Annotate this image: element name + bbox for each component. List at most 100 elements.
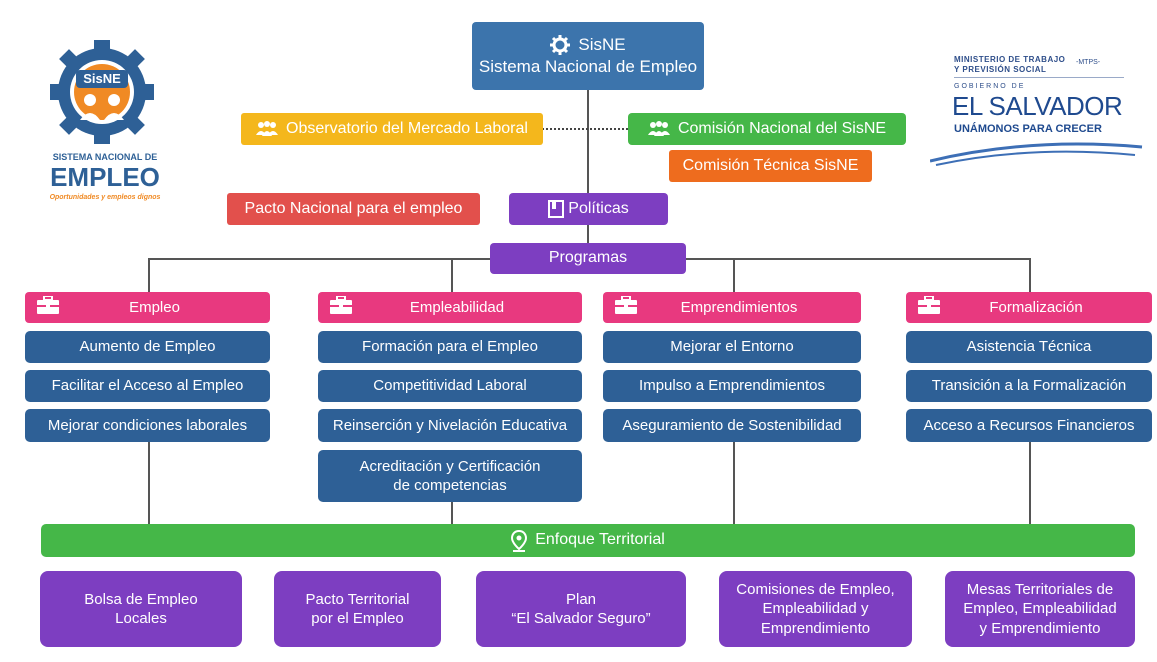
logo-line1: SISTEMA NACIONAL DE bbox=[52, 152, 158, 162]
mtps-abbr: -MTPS- bbox=[1076, 59, 1101, 66]
connector-col1 bbox=[148, 258, 150, 292]
bottom-box-comisiones: Comisiones de Empleo, Empleabilidad y Em… bbox=[719, 571, 912, 647]
connector-col3 bbox=[733, 258, 735, 292]
connector-col2-bottom bbox=[451, 502, 453, 524]
item-label: Formación para el Empleo bbox=[362, 338, 538, 356]
pacto-nacional-label: Pacto Nacional para el empleo bbox=[244, 199, 463, 217]
item-box: Asistencia Técnica bbox=[906, 331, 1152, 363]
people-group-icon bbox=[647, 121, 670, 137]
briefcase-icon bbox=[615, 294, 637, 320]
item-label: Transición a la Formalización bbox=[931, 377, 1127, 395]
bottom-line: Empleabilidad y bbox=[762, 600, 869, 618]
item-box: Acceso a Recursos Financieros bbox=[906, 409, 1152, 442]
item-label: Aumento de Empleo bbox=[79, 338, 216, 356]
flag-swoosh-icon bbox=[930, 142, 1143, 166]
bottom-box-mesas: Mesas Territoriales de Empleo, Empleabil… bbox=[945, 571, 1135, 647]
item-label: Mejorar el Entorno bbox=[670, 338, 794, 356]
bottom-line: “El Salvador Seguro” bbox=[511, 610, 651, 627]
ministry-line1: MINISTERIO DE TRABAJO bbox=[954, 55, 1066, 64]
column-title: Formalización bbox=[989, 298, 1083, 316]
connector-col1-bottom bbox=[148, 442, 150, 524]
sisne-logo: SisNE SISTEMA NACIONAL DE EMPLEO Oportun… bbox=[40, 40, 170, 210]
comision-tecnica-box: Comisión Técnica SisNE bbox=[669, 150, 872, 182]
bottom-line: Empleo, Empleabilidad bbox=[963, 600, 1117, 618]
item-label: de competencias bbox=[393, 477, 507, 494]
connector-col4 bbox=[1029, 258, 1031, 292]
sisne-gear-logo-icon bbox=[50, 40, 154, 144]
people-group-icon bbox=[256, 121, 279, 137]
bottom-line: Pacto Territorial bbox=[305, 590, 410, 608]
bottom-line: Bolsa de Empleo bbox=[84, 590, 198, 608]
item-label: Asistencia Técnica bbox=[966, 338, 1092, 356]
item-box: Mejorar condiciones laborales bbox=[25, 409, 270, 442]
comision-nacional-box: Comisión Nacional del SisNE bbox=[628, 113, 906, 145]
pacto-nacional-box: Pacto Nacional para el empleo bbox=[227, 193, 480, 225]
column-title: Empleabilidad bbox=[409, 298, 505, 316]
item-label: Aseguramiento de Sostenibilidad bbox=[622, 416, 842, 434]
document-icon bbox=[548, 200, 565, 218]
column-header-formalizacion: Formalización bbox=[906, 292, 1152, 323]
item-box: Mejorar el Entorno bbox=[603, 331, 861, 363]
sisne-top-box: SisNE Sistema Nacional de Empleo bbox=[472, 22, 704, 90]
item-box: Aumento de Empleo bbox=[25, 331, 270, 363]
item-box: Competitividad Laboral bbox=[318, 370, 582, 402]
bottom-box-bolsa: Bolsa de Empleo Locales bbox=[40, 571, 242, 647]
item-label: Acreditación y Certificación bbox=[359, 457, 541, 475]
item-box: Facilitar el Acceso al Empleo bbox=[25, 370, 270, 402]
country-label: EL SALVADOR bbox=[952, 91, 1123, 121]
item-box: Formación para el Empleo bbox=[318, 331, 582, 363]
bottom-box-plan: Plan “El Salvador Seguro” bbox=[476, 571, 686, 647]
politicas-box: Políticas bbox=[509, 193, 668, 225]
briefcase-icon bbox=[37, 294, 59, 320]
item-box: Aseguramiento de Sostenibilidad bbox=[603, 409, 861, 442]
connector-col3-bottom bbox=[733, 442, 735, 524]
item-box: Impulso a Emprendimientos bbox=[603, 370, 861, 402]
item-label: Competitividad Laboral bbox=[373, 377, 527, 395]
column-title: Empleo bbox=[129, 298, 180, 316]
location-pin-icon bbox=[511, 529, 528, 552]
comision-nacional-label: Comisión Nacional del SisNE bbox=[677, 119, 887, 137]
item-box: Transición a la Formalización bbox=[906, 370, 1152, 402]
observatorio-box: Observatorio del Mercado Laboral bbox=[241, 113, 543, 145]
comision-tecnica-label: Comisión Técnica SisNE bbox=[682, 156, 859, 174]
gear-icon bbox=[550, 34, 571, 55]
mtps-logo: MINISTERIO DE TRABAJO Y PREVISIÓN SOCIAL… bbox=[930, 55, 1150, 170]
bottom-box-pacto-territorial: Pacto Territorial por el Empleo bbox=[274, 571, 441, 647]
slogan-label: UNÁMONOS PARA CRECER bbox=[954, 123, 1102, 135]
enfoque-territorial-bar: Enfoque Territorial bbox=[41, 524, 1135, 557]
programas-box: Programas bbox=[490, 243, 686, 274]
bottom-line: Comisiones de Empleo, bbox=[736, 580, 895, 598]
item-label: Facilitar el Acceso al Empleo bbox=[51, 377, 244, 395]
logo-line2: EMPLEO bbox=[50, 162, 160, 192]
item-box-acreditacion: Acreditación y Certificación de competen… bbox=[318, 450, 582, 502]
item-label: Mejorar condiciones laborales bbox=[47, 416, 248, 434]
ministry-line2: Y PREVISIÓN SOCIAL bbox=[954, 65, 1047, 74]
item-label: Impulso a Emprendimientos bbox=[639, 377, 825, 395]
enfoque-label: Enfoque Territorial bbox=[535, 531, 665, 549]
column-header-empleabilidad: Empleabilidad bbox=[318, 292, 582, 323]
bottom-line: Emprendimiento bbox=[760, 619, 871, 637]
politicas-label: Políticas bbox=[568, 199, 629, 217]
programas-label: Programas bbox=[548, 249, 628, 267]
logo-badge-text: SisNE bbox=[83, 71, 121, 86]
observatorio-label: Observatorio del Mercado Laboral bbox=[286, 119, 528, 137]
connector-main-vertical bbox=[587, 90, 589, 244]
dotted-connector bbox=[542, 128, 628, 130]
bottom-line: Plan bbox=[565, 590, 597, 608]
divider bbox=[954, 77, 1124, 78]
briefcase-icon bbox=[330, 294, 352, 320]
column-header-empleo: Empleo bbox=[25, 292, 270, 323]
bottom-line: Mesas Territoriales de bbox=[966, 580, 1114, 598]
item-label: Reinserción y Nivelación Educativa bbox=[332, 416, 568, 434]
column-title: Emprendimientos bbox=[680, 298, 798, 316]
gobierno-label: GOBIERNO DE bbox=[954, 83, 1026, 90]
bottom-line: Locales bbox=[115, 610, 167, 627]
top-title: SisNE bbox=[578, 34, 626, 54]
item-label: Acceso a Recursos Financieros bbox=[923, 416, 1135, 434]
top-subtitle: Sistema Nacional de Empleo bbox=[478, 57, 698, 76]
logo-tagline: Oportunidades y empleos dignos bbox=[49, 194, 161, 201]
item-box: Reinserción y Nivelación Educativa bbox=[318, 409, 582, 442]
connector-col2 bbox=[451, 258, 453, 292]
bottom-line: por el Empleo bbox=[311, 610, 404, 627]
bottom-line: y Emprendimiento bbox=[979, 619, 1101, 637]
